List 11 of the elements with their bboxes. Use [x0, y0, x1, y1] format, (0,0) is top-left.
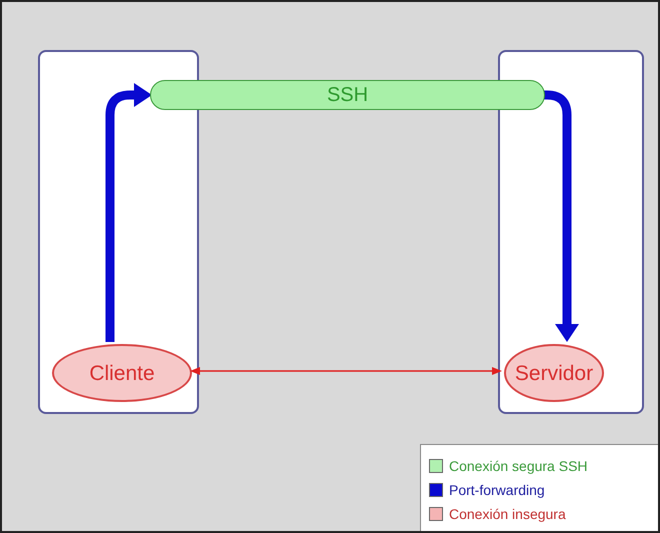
- connection-arrow: [190, 367, 502, 375]
- forwarding-arrow: [106, 83, 152, 342]
- legend-label: Port-forwarding: [449, 480, 545, 500]
- legend-label: Conexión insegura: [449, 504, 566, 524]
- ssh-tunnel: [150, 80, 545, 110]
- host-panel: [38, 50, 199, 414]
- host-panel: [498, 50, 644, 414]
- node-label: Servidor: [514, 362, 594, 384]
- legend-label: Conexión segura SSH: [449, 456, 588, 476]
- node-label: SSH: [326, 85, 368, 105]
- node-label: Cliente: [89, 362, 155, 384]
